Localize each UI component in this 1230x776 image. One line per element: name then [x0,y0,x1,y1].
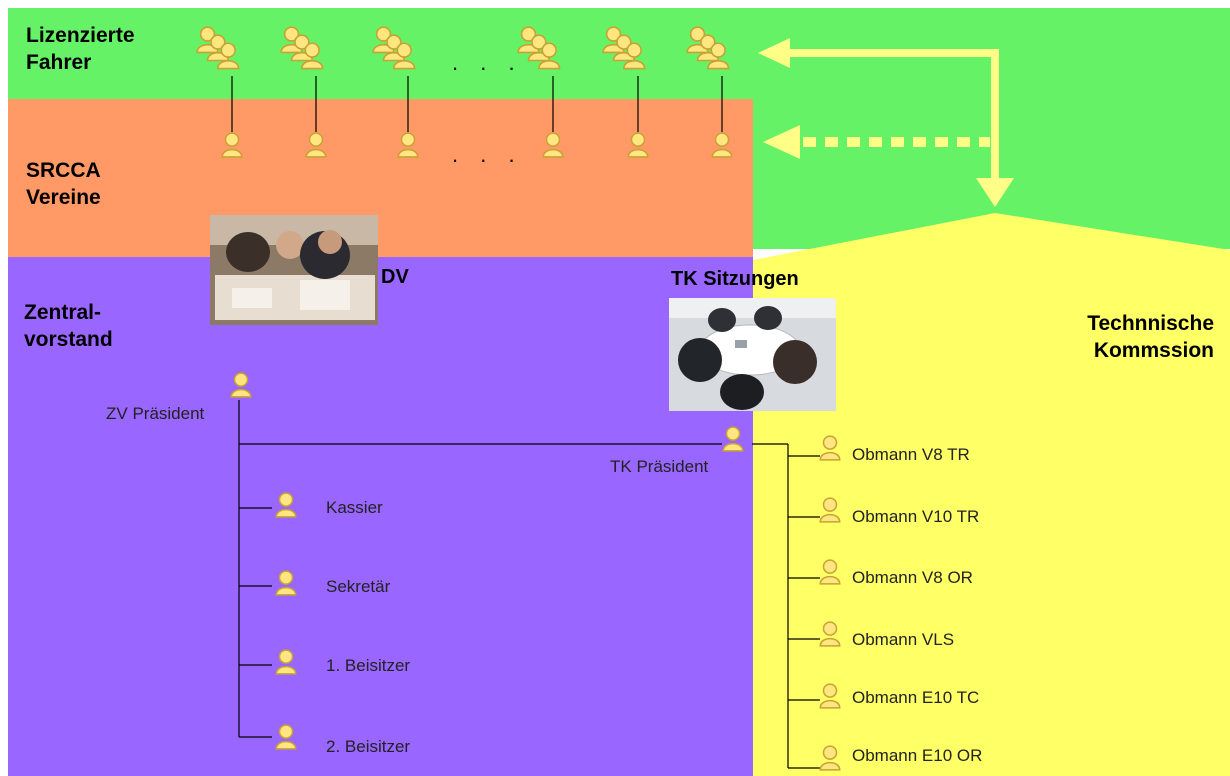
tk-member-label: Obmann V8 TR [852,445,970,465]
region-label-fahrer: Lizenzierte Fahrer [26,22,135,76]
tk-member-label: Obmann V8 OR [852,568,973,588]
ellipsis-drivers: . . . [452,50,523,76]
photo-title-dv: DV [381,266,409,289]
photo-title-tk: TK Sitzungen [671,268,799,291]
meeting-photo-tk [669,298,836,411]
tk-member-label: Obmann E10 OR [852,746,982,766]
region-label-tk: Technnische Kommssion [1054,310,1214,364]
zv-member-label: Kassier [326,498,383,518]
tk-member-label: Obmann E10 TC [852,688,979,708]
zv-member-label: 1. Beisitzer [326,656,410,676]
tk-president-label: TK Präsident [610,457,708,477]
zv-member-label: 2. Beisitzer [326,737,410,757]
region-label-vereine: SRCCA Vereine [26,157,101,211]
zv-member-label: Sekretär [326,577,390,597]
meeting-photo-dv [210,215,378,325]
tk-member-label: Obmann VLS [852,630,954,650]
region-label-zentralvorstand: Zentral- vorstand [24,299,113,353]
region-vereine [8,99,753,257]
zv-president-label: ZV Präsident [106,404,204,424]
tk-member-label: Obmann V10 TR [852,507,979,527]
ellipsis-clubs: . . . [452,142,523,168]
